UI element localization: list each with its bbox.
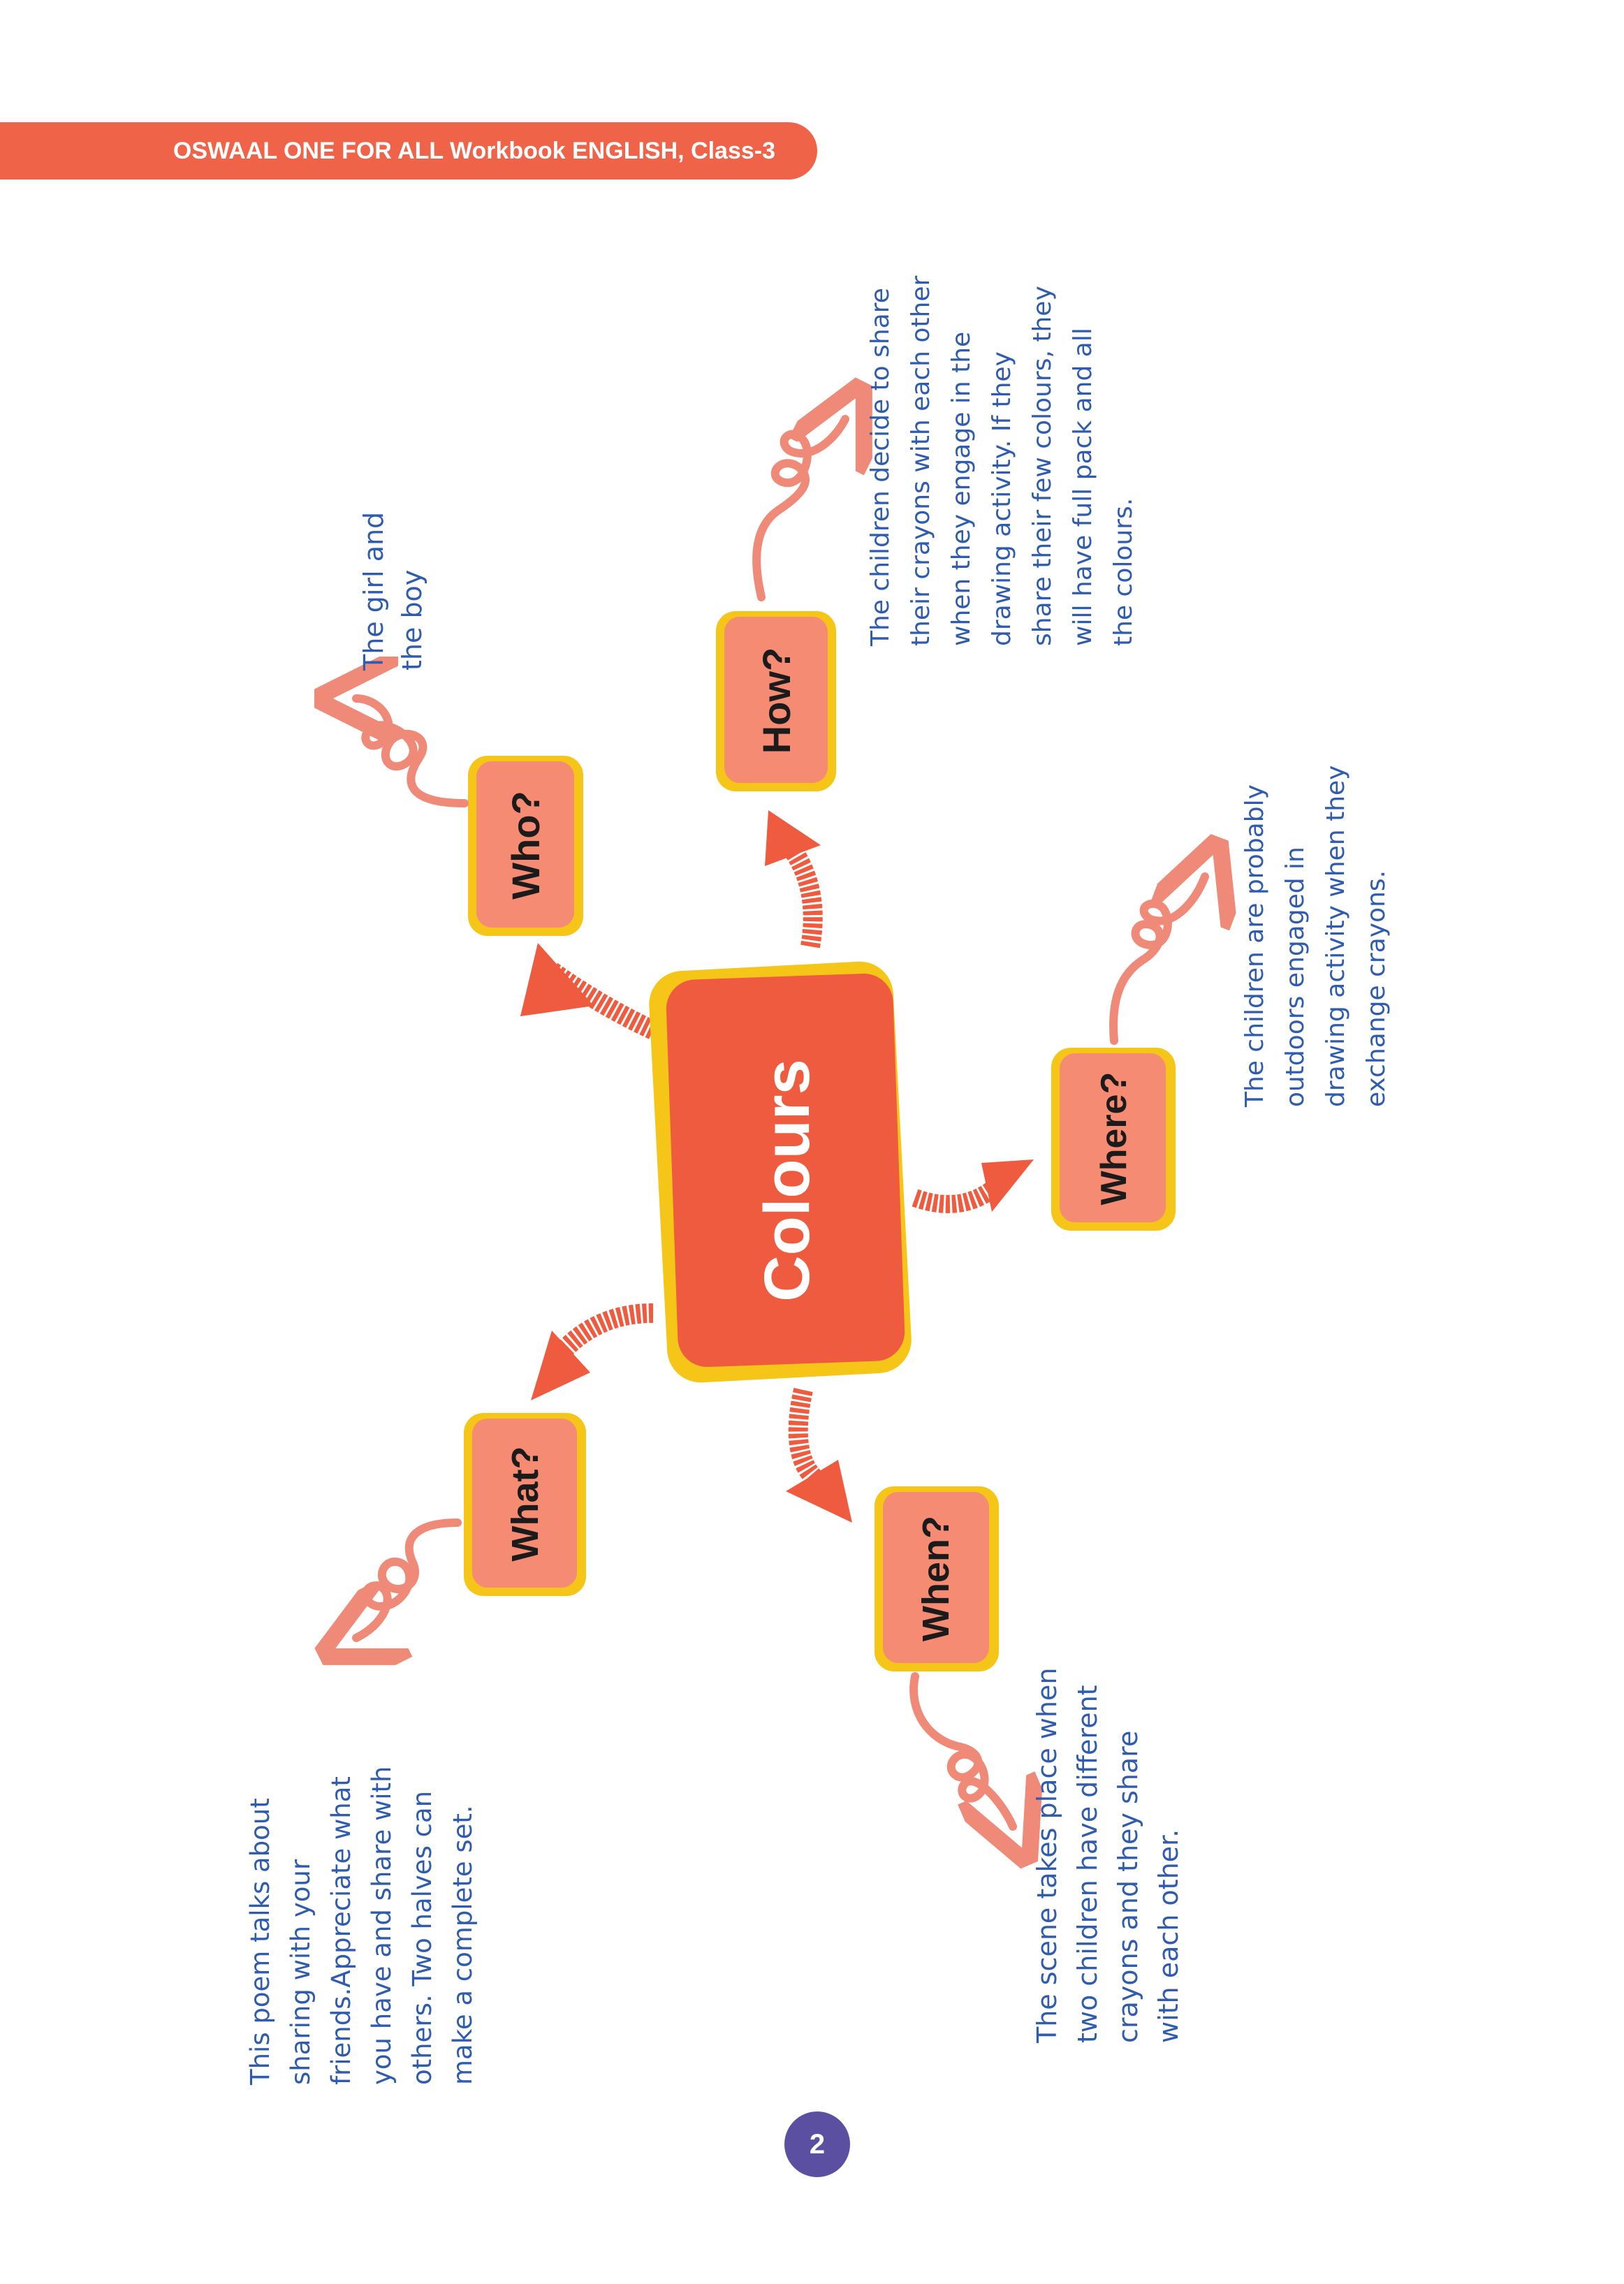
node-where-label: Where? <box>1094 1072 1134 1206</box>
note-line: share their few colours, they <box>1028 286 1057 646</box>
center-label: Colours <box>752 1059 823 1302</box>
node-what-label: What? <box>504 1447 546 1562</box>
note-line: friends.Appreciate what <box>326 1776 356 2085</box>
note-line: exchange crayons. <box>1362 870 1391 1107</box>
note-line: The children decide to share <box>866 288 895 647</box>
arrow-icon <box>520 943 657 1039</box>
note-line: The girl and <box>358 512 389 671</box>
node-how: How? <box>716 611 836 791</box>
note-line: you have and share with <box>367 1766 397 2085</box>
node-who: Who? <box>468 756 583 936</box>
note-line: the colours. <box>1109 498 1138 646</box>
note-line: their crayons with each other <box>907 275 935 646</box>
note-line: This poem talks about <box>245 1798 275 2086</box>
note-line: drawing activity when they <box>1322 766 1350 1107</box>
note-line: the boy <box>397 570 427 671</box>
node-where: Where? <box>1051 1048 1176 1231</box>
center-node: Colours <box>649 961 912 1383</box>
note-line: outdoors engaged in <box>1281 847 1310 1107</box>
node-when-label: When? <box>915 1516 957 1641</box>
note-how: The children decide to share their crayo… <box>866 268 1138 647</box>
note-line: two children have different <box>1072 1685 1103 2043</box>
note-line: others. Two halves can <box>407 1791 437 2085</box>
squiggle-arrow-icon <box>909 1672 1013 1827</box>
arrow-icon <box>786 1387 852 1523</box>
node-who-label: Who? <box>504 791 548 899</box>
note-line: sharing with your <box>286 1859 316 2085</box>
node-how-label: How? <box>754 647 798 754</box>
connector-arrows <box>520 810 1034 1523</box>
arrow-icon <box>912 1159 1034 1213</box>
arrow-icon <box>765 810 823 949</box>
note-line: drawing activity. If they <box>988 351 1016 646</box>
page-number: 2 <box>809 2129 826 2160</box>
note-line: with each other. <box>1153 1829 1184 2043</box>
squiggle-arrow-icon <box>356 1518 462 1638</box>
squiggle-arrow-icon <box>752 419 845 601</box>
note-what: This poem talks about sharing with your … <box>245 1758 478 2086</box>
header-banner: OSWAAL ONE FOR ALL Workbook ENGLISH, Cla… <box>0 122 817 180</box>
note-where: The children are probably outdoors engag… <box>1241 757 1391 1108</box>
note-line: crayons and they share <box>1113 1731 1143 2043</box>
header-title: OSWAAL ONE FOR ALL Workbook ENGLISH, Cla… <box>173 138 775 164</box>
squiggle-arrows <box>356 419 1205 1827</box>
squiggle-arrow-icon <box>356 698 469 807</box>
arrow-icon <box>531 1303 654 1400</box>
note-line: make a complete set. <box>448 1805 478 2085</box>
note-line: The scene takes place when <box>1032 1668 1062 2044</box>
node-when: When? <box>875 1486 999 1671</box>
note-who: The girl and the boy <box>358 504 427 671</box>
note-when: The scene takes place when two children … <box>1032 1660 1184 2044</box>
page-number-badge: 2 <box>784 2111 850 2177</box>
note-line: The children are probably <box>1241 784 1269 1108</box>
note-line: when they engage in the <box>947 332 976 646</box>
note-line: will have full pack and all <box>1069 328 1097 646</box>
squiggle-arrow-icon <box>1109 877 1205 1045</box>
node-what: What? <box>464 1413 586 1596</box>
